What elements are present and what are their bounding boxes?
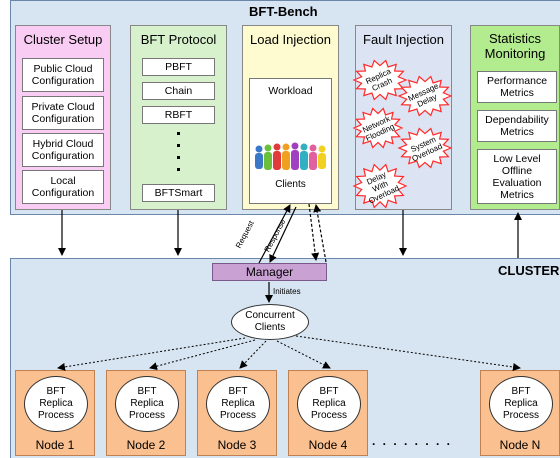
bft-replica-process: BFT Replica Process [206,376,270,432]
workload-box[interactable]: Workload Clients [249,78,332,204]
concurrent-clients-line2: Clients [254,322,286,333]
public-cloud-config-item[interactable]: Public Cloud Configuration [22,58,104,92]
replica-line1: BFT [511,386,531,397]
load-injection-title: Load Injection [250,32,331,47]
replica-line3: Process [310,410,348,421]
node-label: Node N [499,438,541,452]
cluster-setup-title: Cluster Setup [23,32,103,47]
chain-item[interactable]: Chain [142,82,215,100]
node-4[interactable]: BFT Replica Process Node 4 [288,370,368,456]
statistics-title-line1: Statistics [488,31,541,46]
bft-protocol-title: BFT Protocol [140,32,217,47]
node-label: Node 2 [126,438,166,452]
replica-line3: Process [502,410,540,421]
protocol-ellipsis-dot [177,132,180,135]
fault-injection-title: Fault Injection [363,32,444,47]
node-1[interactable]: BFT Replica Process Node 1 [15,370,95,456]
replica-line2: Replica [39,398,73,409]
clients-label: Clients [275,179,306,190]
replica-line1: BFT [137,386,157,397]
response-label: Response [262,217,288,254]
node-n[interactable]: BFT Replica Process Node N [480,370,560,456]
bftsmart-item[interactable]: BFTSmart [142,184,215,202]
concurrent-clients-node: Concurrent Clients [231,304,309,340]
nodes-ellipsis: . . . . . . . . [372,434,453,448]
fault-injection-column: Fault Injection [355,25,452,210]
local-config-item[interactable]: Local Configuration [22,170,104,204]
node-3[interactable]: BFT Replica Process Node 3 [197,370,277,456]
cluster-title: CLUSTER [498,263,560,278]
dependability-metrics-item[interactable]: Dependability Metrics [477,110,557,142]
bft-replica-process: BFT Replica Process [24,376,88,432]
replica-line3: Process [219,410,257,421]
workload-label: Workload [268,85,313,97]
replica-line1: BFT [319,386,339,397]
node-label: Node 3 [217,438,257,452]
protocol-ellipsis-dot [177,168,180,171]
bft-protocol-column: BFT Protocol PBFT Chain RBFT BFTSmart [130,25,227,210]
replica-line2: Replica [221,398,255,409]
replica-line1: BFT [46,386,66,397]
node-2[interactable]: BFT Replica Process Node 2 [106,370,186,456]
replica-line3: Process [37,410,75,421]
replica-line2: Replica [130,398,164,409]
bft-replica-process: BFT Replica Process [489,376,553,432]
replica-line3: Process [128,410,166,421]
node-label: Node 1 [35,438,75,452]
statistics-monitoring-column: Statistics Monitoring Performance Metric… [470,25,560,210]
load-injection-column: Load Injection Workload Clients [242,25,339,210]
cluster-setup-column: Cluster Setup Public Cloud Configuration… [15,25,111,210]
protocol-ellipsis-dot [177,144,180,147]
private-cloud-config-item[interactable]: Private Cloud Configuration [22,96,104,130]
replica-line2: Replica [504,398,538,409]
node-label: Node 4 [308,438,348,452]
rbft-item[interactable]: RBFT [142,106,215,124]
concurrent-clients-line1: Concurrent [245,310,295,321]
request-label: Request [233,219,256,250]
offline-evaluation-metrics-item[interactable]: Low Level Offline Evaluation Metrics [477,149,557,204]
replica-line1: BFT [228,386,248,397]
manager-label: Manager [245,265,294,279]
hybrid-cloud-config-item[interactable]: Hybrid Cloud Configuration [22,133,104,167]
pbft-item[interactable]: PBFT [142,58,215,76]
bft-replica-process: BFT Replica Process [115,376,179,432]
statistics-title-line2: Monitoring [484,46,546,61]
statistics-title: Statistics Monitoring [471,31,559,61]
bft-bench-title: BFT-Bench [249,4,318,19]
initiates-label: Initiates [273,287,301,296]
replica-line2: Replica [312,398,346,409]
clients-people-icon [255,142,326,170]
bft-replica-process: BFT Replica Process [297,376,361,432]
performance-metrics-item[interactable]: Performance Metrics [477,71,557,103]
manager-box[interactable]: Manager [212,263,327,281]
protocol-ellipsis-dot [177,156,180,159]
